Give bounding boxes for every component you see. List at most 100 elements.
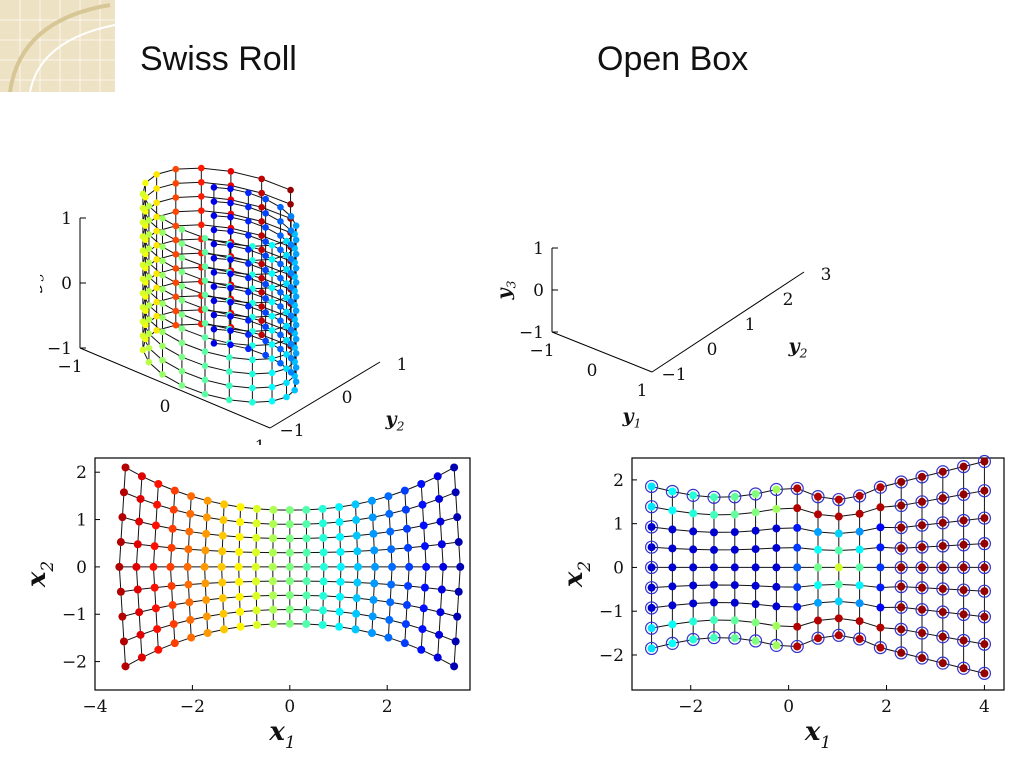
data-point bbox=[201, 249, 209, 256]
highlight-ring bbox=[977, 454, 992, 469]
data-point bbox=[668, 582, 677, 591]
data-point bbox=[145, 344, 153, 352]
data-point bbox=[437, 540, 446, 549]
data-point bbox=[436, 608, 445, 617]
highlight-ring bbox=[977, 584, 992, 598]
z-tick-label: 1 bbox=[533, 239, 544, 259]
data-point bbox=[245, 246, 252, 253]
data-point bbox=[139, 304, 147, 311]
data-point bbox=[730, 563, 739, 572]
data-point bbox=[172, 236, 180, 244]
data-point bbox=[262, 209, 269, 217]
highlight-ring bbox=[728, 490, 742, 504]
data-point bbox=[178, 353, 186, 361]
data-point bbox=[292, 279, 300, 286]
data-point bbox=[834, 563, 843, 572]
x-tick-label: 0 bbox=[284, 697, 295, 717]
data-point bbox=[178, 268, 186, 276]
data-point bbox=[980, 563, 989, 572]
data-point bbox=[918, 563, 927, 572]
data-point bbox=[258, 274, 265, 282]
data-point bbox=[153, 500, 162, 509]
data-point bbox=[855, 491, 864, 500]
data-point bbox=[201, 319, 209, 327]
data-point bbox=[277, 345, 284, 353]
data-point bbox=[172, 180, 180, 187]
data-point bbox=[283, 351, 290, 358]
data-point bbox=[318, 606, 327, 615]
data-point bbox=[227, 228, 234, 235]
data-point bbox=[258, 317, 265, 325]
data-point bbox=[170, 486, 179, 495]
highlight-ring bbox=[707, 490, 721, 504]
data-point bbox=[689, 599, 698, 608]
data-point bbox=[959, 462, 968, 471]
data-point bbox=[187, 633, 196, 642]
data-point bbox=[116, 587, 125, 596]
data-point bbox=[198, 164, 205, 172]
data-point bbox=[283, 308, 290, 316]
data-point bbox=[689, 617, 698, 626]
highlight-ring bbox=[977, 610, 992, 624]
data-point bbox=[876, 543, 885, 552]
y1-tick-label: −1 bbox=[57, 357, 82, 377]
data-point bbox=[202, 612, 211, 621]
data-point bbox=[454, 538, 463, 547]
data-point bbox=[220, 625, 229, 634]
data-point bbox=[226, 368, 233, 375]
y2-tick-label: 3 bbox=[821, 265, 832, 285]
data-point bbox=[419, 604, 428, 613]
data-point bbox=[139, 289, 147, 297]
highlight-ring bbox=[644, 540, 659, 554]
data-point bbox=[178, 367, 186, 375]
data-point bbox=[201, 334, 209, 341]
data-point bbox=[159, 271, 166, 279]
data-point bbox=[136, 494, 145, 503]
highlight-ring bbox=[915, 495, 929, 509]
data-point bbox=[709, 510, 718, 519]
data-point bbox=[302, 505, 311, 514]
y1-tick-label: 0 bbox=[587, 361, 598, 381]
data-point bbox=[153, 256, 160, 263]
data-point bbox=[422, 562, 431, 571]
data-point bbox=[435, 630, 444, 639]
y1-tick-label: 1 bbox=[637, 381, 648, 401]
y2-tick-label: −1 bbox=[279, 421, 304, 441]
data-point bbox=[203, 496, 212, 505]
data-point bbox=[855, 581, 864, 590]
data-point bbox=[159, 286, 166, 293]
data-point bbox=[285, 605, 294, 614]
data-point bbox=[137, 653, 146, 662]
data-point bbox=[402, 601, 411, 610]
data-point bbox=[201, 546, 210, 555]
x-tick-label: 0 bbox=[783, 697, 794, 717]
data-point bbox=[118, 513, 127, 522]
data-point bbox=[814, 563, 822, 572]
highlight-ring bbox=[915, 540, 929, 554]
data-point bbox=[834, 512, 843, 521]
z-tick-label: 0 bbox=[533, 281, 544, 301]
data-point bbox=[689, 563, 698, 572]
data-point bbox=[168, 601, 177, 610]
data-point bbox=[227, 327, 234, 334]
data-point bbox=[751, 563, 760, 572]
data-point bbox=[918, 629, 927, 638]
highlight-ring bbox=[936, 465, 950, 479]
data-point bbox=[368, 612, 377, 621]
data-point bbox=[793, 642, 802, 651]
data-point bbox=[139, 190, 147, 198]
data-point bbox=[709, 528, 718, 537]
highlight-ring bbox=[832, 492, 846, 507]
data-point bbox=[959, 636, 968, 645]
data-point bbox=[258, 189, 265, 197]
data-point bbox=[139, 332, 147, 340]
y3-axis-label: y3 bbox=[495, 280, 519, 300]
z-tick-label: −1 bbox=[47, 339, 72, 359]
data-point bbox=[959, 490, 968, 499]
data-point bbox=[269, 520, 278, 529]
data-point bbox=[159, 314, 166, 321]
data-point bbox=[370, 579, 379, 588]
y2-tick-label: 0 bbox=[707, 340, 718, 360]
data-point bbox=[252, 504, 261, 513]
